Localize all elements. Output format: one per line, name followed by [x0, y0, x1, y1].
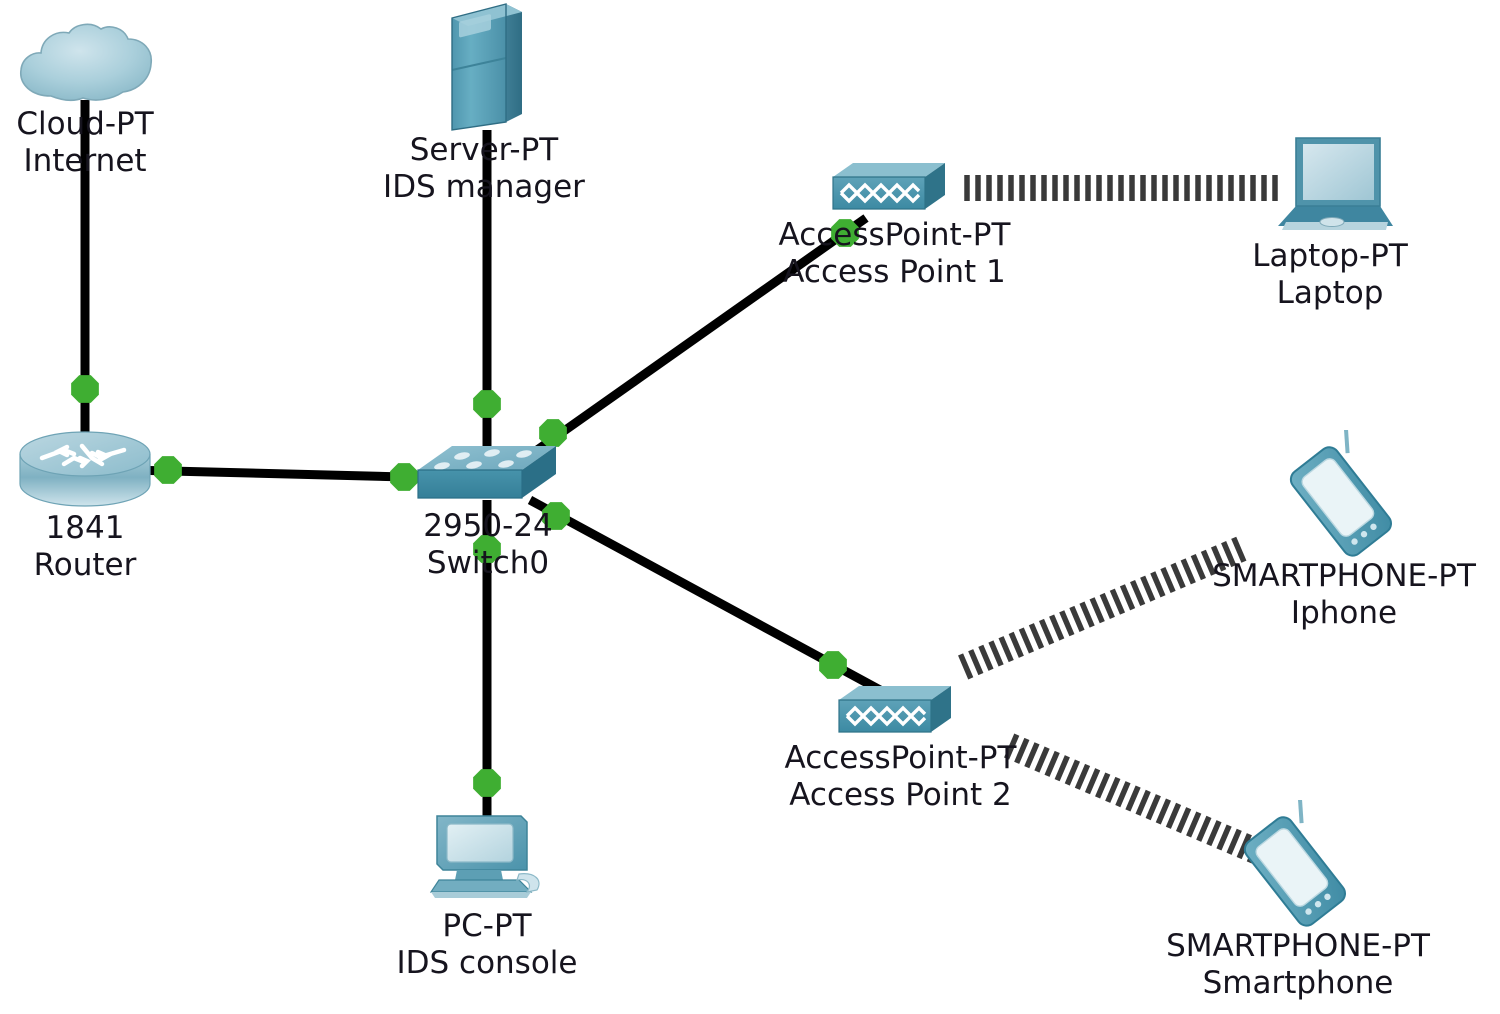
node-access-point-2-name: Access Point 2	[789, 777, 1012, 813]
node-access-point-2-model: AccessPoint-PT	[784, 740, 1017, 776]
node-server-pt-model: Server-PT	[409, 132, 559, 168]
link-router-switch-status-dot-0	[154, 456, 182, 484]
node-access-point-1-model: AccessPoint-PT	[778, 217, 1011, 253]
link-status-dots-group	[71, 219, 859, 797]
access-point-icon	[831, 678, 971, 740]
server-icon	[434, 0, 534, 132]
node-pc-pt-name: IDS console	[396, 945, 578, 981]
node-laptop-pt-model: Laptop-PT	[1252, 238, 1408, 274]
link-server-switch-status-dot-0	[473, 390, 501, 418]
link-router-switch-status-dot-1	[390, 463, 418, 491]
node-router-1841[interactable]: 1841 Router	[0, 428, 170, 584]
laptop-icon	[1268, 130, 1393, 238]
link-switch-pc-status-dot-1	[473, 769, 501, 797]
cloud-icon	[11, 22, 159, 106]
node-smartphone[interactable]: SMARTPHONE-PT Smartphone	[1148, 781, 1448, 1002]
link-switch-ap2-status-dot-0	[542, 502, 570, 530]
switch-icon	[414, 440, 562, 508]
link-ap1-laptop[interactable]	[964, 175, 1278, 201]
node-cloud-pt-name: Internet	[23, 143, 147, 179]
node-switch-2950[interactable]: 2950-24 Switch0	[378, 440, 598, 582]
node-smartphone-name: Smartphone	[1202, 965, 1394, 1001]
node-server-pt-name: IDS manager	[383, 169, 585, 205]
node-access-point-2[interactable]: AccessPoint-PT Access Point 2	[763, 678, 1038, 814]
node-smartphone-iphone[interactable]: SMARTPHONE-PT Iphone	[1194, 411, 1494, 632]
access-point-icon	[825, 155, 965, 217]
node-router-1841-model: 1841	[45, 510, 125, 546]
link-switch-pc-status-dot-0	[473, 535, 501, 563]
smartphone-icon	[1269, 411, 1419, 558]
node-access-point-1-name: Access Point 1	[783, 254, 1006, 290]
smartphone-icon	[1223, 781, 1373, 928]
node-smartphone-iphone-model: SMARTPHONE-PT	[1212, 558, 1476, 594]
node-access-point-1[interactable]: AccessPoint-PT Access Point 1	[757, 155, 1032, 291]
router-icon	[12, 428, 158, 510]
node-pc-pt[interactable]: PC-PT IDS console	[377, 808, 597, 982]
node-router-1841-name: Router	[33, 547, 137, 583]
link-switch-ap2-status-dot-1	[819, 651, 847, 679]
link-switch-ap1-status-dot-0	[539, 419, 567, 447]
link-cloud-router-status-dot-0	[71, 375, 99, 403]
wireless-links-group	[958, 175, 1278, 864]
node-cloud-pt-model: Cloud-PT	[16, 106, 154, 142]
link-switch-ap1-status-dot-1	[831, 219, 859, 247]
node-pc-pt-model: PC-PT	[442, 908, 532, 944]
pc-icon	[423, 808, 551, 908]
node-smartphone-iphone-name: Iphone	[1290, 595, 1398, 631]
node-switch-2950-name: Switch0	[426, 545, 550, 581]
node-switch-2950-model: 2950-24	[423, 508, 553, 544]
node-smartphone-model: SMARTPHONE-PT	[1166, 928, 1430, 964]
link-ap2-iphone[interactable]	[958, 536, 1247, 680]
node-server-pt[interactable]: Server-PT IDS manager	[374, 0, 594, 206]
node-cloud-pt[interactable]: Cloud-PT Internet	[0, 22, 170, 180]
node-laptop-pt-name: Laptop	[1276, 275, 1384, 311]
node-laptop-pt[interactable]: Laptop-PT Laptop	[1220, 130, 1440, 312]
link-switch-ap1[interactable]	[527, 214, 869, 459]
